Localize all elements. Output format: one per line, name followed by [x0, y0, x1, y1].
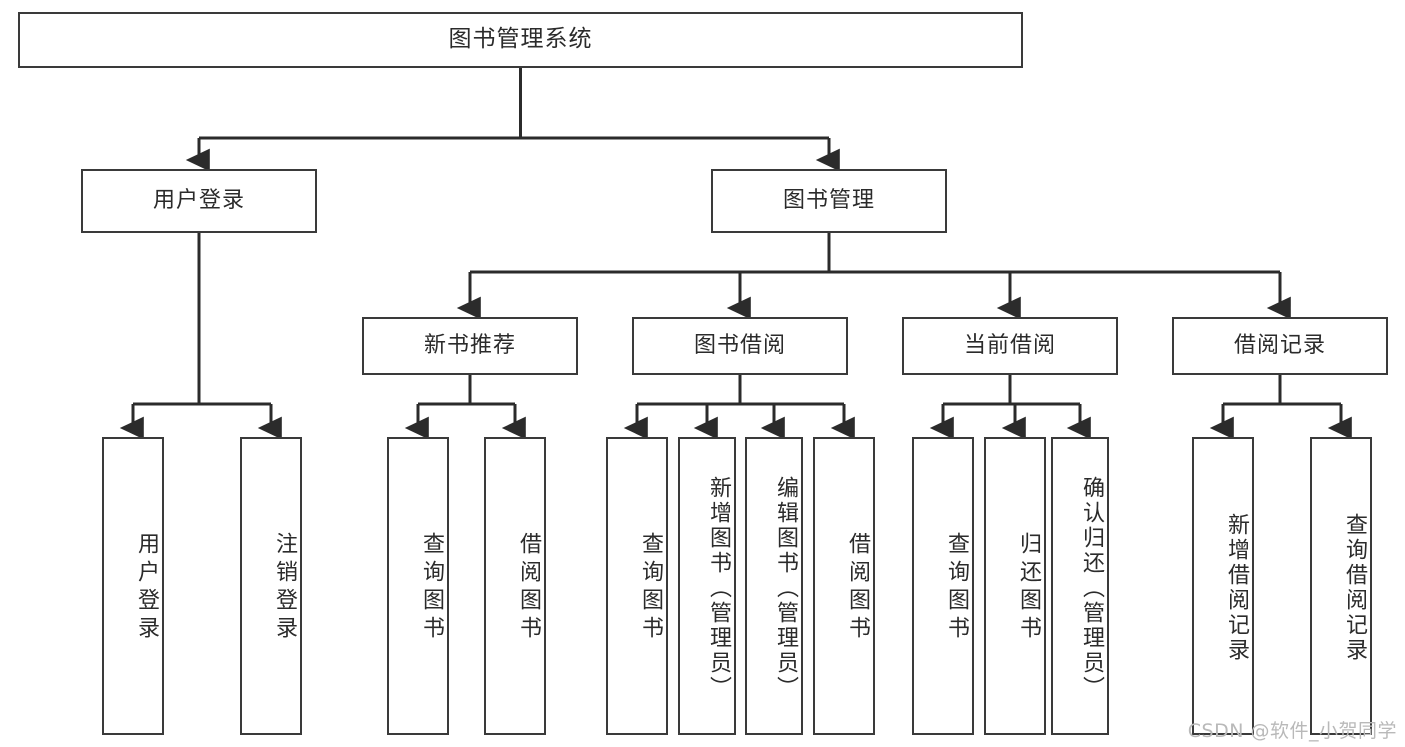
leaf-query-book-recommend[interactable]: 查询图书 [387, 437, 449, 735]
leaf-query-book-borrow-label: 查询图书 [638, 532, 663, 644]
watermark-text: CSDN @软件_小贺同学 [1187, 720, 1397, 742]
leaf-user-login-label: 用户登录 [134, 532, 159, 644]
node-book-borrow[interactable]: 图书借阅 [632, 317, 848, 375]
node-new-book-recommend[interactable]: 新书推荐 [362, 317, 578, 375]
leaf-confirm-return-admin-label: 确认归还（管理员） [1079, 475, 1104, 701]
leaf-query-borrow-record[interactable]: 查询借阅记录 [1310, 437, 1372, 735]
leaf-query-book-borrow[interactable]: 查询图书 [606, 437, 668, 735]
leaf-edit-book-admin-label: 编辑图书（管理员） [773, 475, 798, 701]
leaf-edit-book-admin[interactable]: 编辑图书（管理员） [745, 437, 803, 735]
leaf-query-book-current[interactable]: 查询图书 [912, 437, 974, 735]
leaf-return-book[interactable]: 归还图书 [984, 437, 1046, 735]
node-root[interactable]: 图书管理系统 [18, 12, 1023, 68]
leaf-user-login[interactable]: 用户登录 [102, 437, 164, 735]
leaf-confirm-return-admin[interactable]: 确认归还（管理员） [1051, 437, 1109, 735]
leaf-user-logout-label: 注销登录 [272, 532, 297, 644]
node-borrow-records[interactable]: 借阅记录 [1172, 317, 1388, 375]
node-current-borrow-label: 当前借阅 [963, 332, 1056, 358]
leaf-borrow-book-recommend-label: 借阅图书 [516, 532, 541, 644]
node-borrow-records-label: 借阅记录 [1233, 332, 1326, 358]
leaf-user-logout[interactable]: 注销登录 [240, 437, 302, 735]
node-book-management[interactable]: 图书管理 [711, 169, 947, 233]
leaf-borrow-book[interactable]: 借阅图书 [813, 437, 875, 735]
leaf-add-book-admin-label: 新增图书（管理员） [706, 475, 731, 701]
leaf-add-borrow-record[interactable]: 新增借阅记录 [1192, 437, 1254, 735]
node-current-borrow[interactable]: 当前借阅 [902, 317, 1118, 375]
leaf-query-book-current-label: 查询图书 [944, 532, 969, 644]
node-new-book-recommend-label: 新书推荐 [423, 332, 516, 358]
node-book-management-label: 图书管理 [782, 187, 875, 213]
leaf-query-book-recommend-label: 查询图书 [419, 532, 444, 644]
leaf-add-book-admin[interactable]: 新增图书（管理员） [678, 437, 736, 735]
node-user-login[interactable]: 用户登录 [81, 169, 317, 233]
leaf-return-book-label: 归还图书 [1016, 532, 1041, 644]
leaf-query-borrow-record-label: 查询借阅记录 [1342, 513, 1367, 663]
node-root-label: 图书管理系统 [448, 26, 593, 53]
leaf-borrow-book-recommend[interactable]: 借阅图书 [484, 437, 546, 735]
leaf-borrow-book-label: 借阅图书 [845, 532, 870, 644]
leaf-add-borrow-record-label: 新增借阅记录 [1224, 513, 1249, 663]
node-user-login-label: 用户登录 [152, 187, 245, 213]
node-book-borrow-label: 图书借阅 [693, 332, 786, 358]
